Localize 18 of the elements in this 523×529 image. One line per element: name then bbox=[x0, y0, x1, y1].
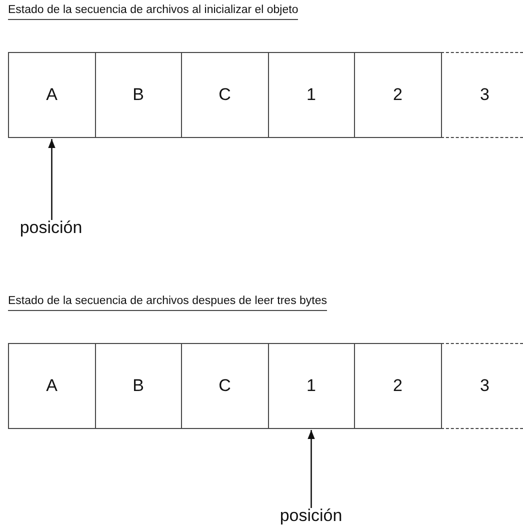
byte-cell: A bbox=[8, 52, 96, 138]
byte-cell: 2 bbox=[354, 52, 442, 138]
byte-cell: B bbox=[94, 343, 182, 429]
byte-cell: 2 bbox=[354, 343, 442, 429]
arrow bbox=[308, 430, 315, 508]
pointer-label: posición bbox=[273, 506, 349, 529]
byte-cell: C bbox=[181, 52, 268, 138]
byte-cell: A bbox=[8, 343, 96, 429]
byte-cell: 3 bbox=[440, 52, 523, 138]
byte-cell: B bbox=[94, 52, 182, 138]
heading: Estado de la secuencia de archivos al inicializar el objeto bbox=[8, 4, 298, 20]
byte-cell: 1 bbox=[268, 343, 355, 429]
byte-cell: 3 bbox=[440, 343, 523, 429]
pointer-label: posición bbox=[13, 218, 89, 242]
byte-cell: 1 bbox=[268, 52, 355, 138]
heading: Estado de la secuencia de archivos despues de leer tres bytes bbox=[8, 295, 327, 311]
byte-cell: C bbox=[181, 343, 268, 429]
arrow bbox=[48, 139, 56, 220]
